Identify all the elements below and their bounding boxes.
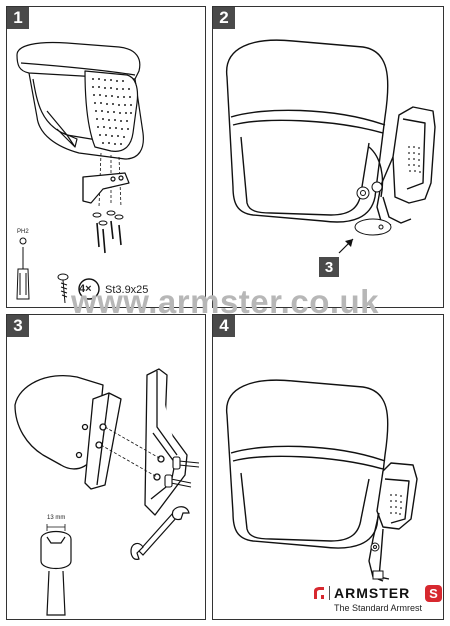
step-4-illustration bbox=[226, 379, 418, 582]
armster-brand: ARMSTER S The Standard Armrest bbox=[308, 582, 448, 618]
step-2-panel: 2 bbox=[212, 6, 444, 308]
step-3-illustration bbox=[14, 368, 200, 616]
step-3-panel: 3 bbox=[6, 314, 206, 620]
screw-count-label: 4× bbox=[79, 283, 92, 295]
step-4-panel: 4 bbox=[212, 314, 444, 620]
step-2-callout-3: 3 bbox=[319, 257, 339, 277]
website-watermark: www.armster.co.uk bbox=[70, 283, 380, 320]
step-3-badge: 3 bbox=[7, 315, 29, 337]
step-1-illustration bbox=[16, 41, 144, 304]
step-2-badge: 2 bbox=[213, 7, 235, 29]
screwdriver-label: PH2 bbox=[17, 229, 29, 235]
step-4-badge: 4 bbox=[213, 315, 235, 337]
step-1-badge: 1 bbox=[7, 7, 29, 29]
brand-divider bbox=[329, 586, 330, 600]
brand-s-badge: S bbox=[425, 585, 442, 602]
screw-spec-label: St3.9x25 bbox=[105, 284, 149, 296]
brand-tagline: The Standard Armrest bbox=[334, 603, 423, 613]
brand-name: ARMSTER bbox=[334, 585, 411, 601]
wrench-size-label: 13 mm bbox=[47, 515, 66, 521]
step-1-panel: 1 bbox=[6, 6, 206, 308]
step-2-illustration bbox=[226, 39, 436, 254]
armster-logo-icon bbox=[314, 587, 324, 599]
